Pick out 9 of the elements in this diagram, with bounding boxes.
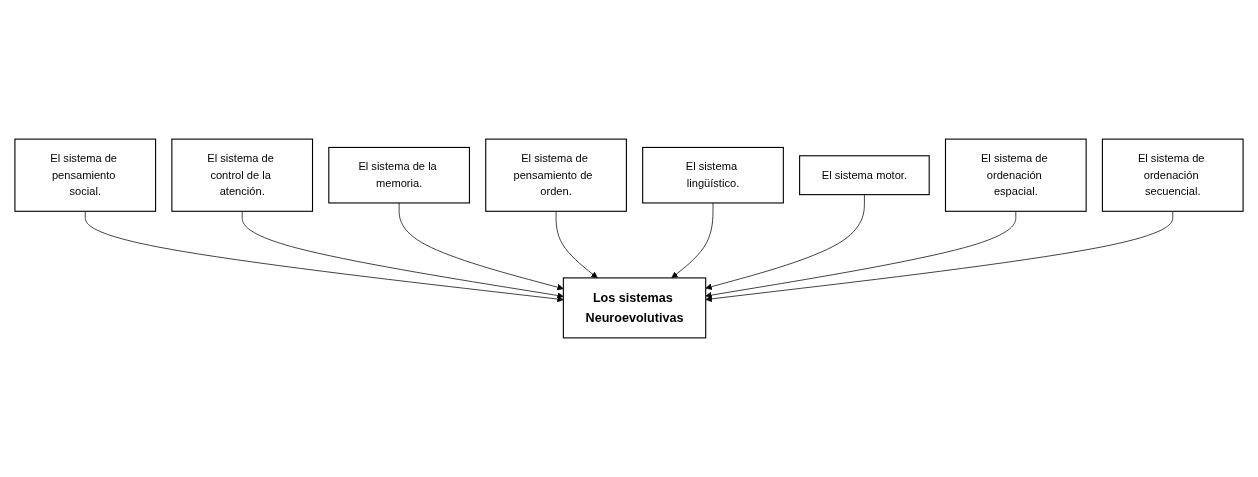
node-box: Los sistemas Neuroevolutivas [562,277,707,339]
node-box: El sistema de la memoria. [328,146,470,204]
node-box: El sistema de pensamiento social. [14,138,157,212]
node-box: El sistema lingüístico. [642,146,784,204]
node-box: El sistema de ordenación secuencial. [1101,138,1244,212]
node-box: El sistema de control de la atención. [171,138,314,212]
node-box: El sistema de ordenación espacial. [944,138,1087,212]
node-box: El sistema motor. [799,155,930,196]
node-box: El sistema de pensamiento de orden. [485,138,627,212]
